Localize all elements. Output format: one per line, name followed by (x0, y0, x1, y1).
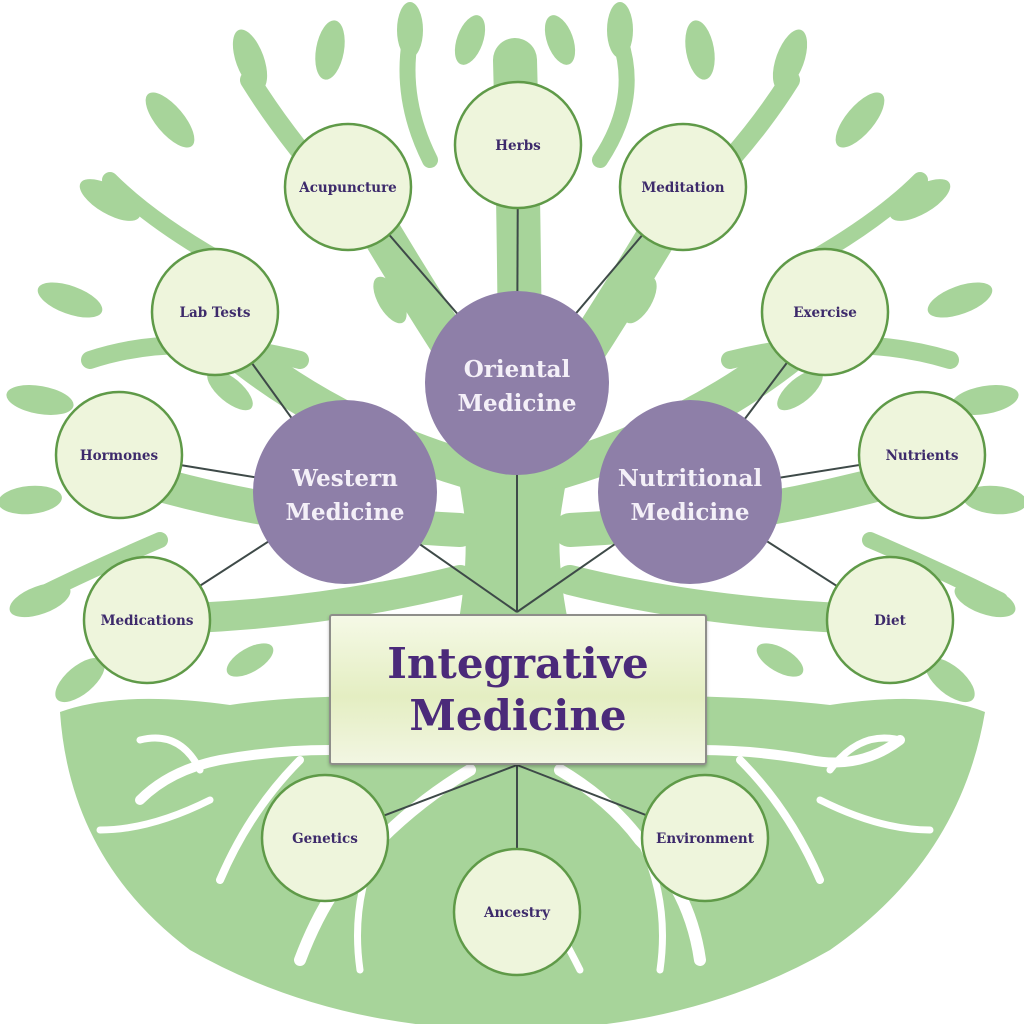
leaf-node-lab-tests: Lab Tests (150, 247, 280, 377)
hub-label-line-1: Western (291, 465, 398, 492)
hub-circle (425, 291, 609, 475)
leaf-label: Meditation (641, 180, 724, 196)
leaf-node-acupuncture: Acupuncture (283, 122, 413, 252)
hub-label-line-2: Medicine (457, 390, 576, 417)
leaf-circle (640, 773, 770, 903)
leaf-label: Environment (656, 831, 755, 847)
hub-label-line-2: Medicine (285, 499, 404, 526)
title-line-2: Medicine (409, 690, 627, 740)
leaf-label: Lab Tests (180, 305, 251, 321)
leaf-node-meditation: Meditation (618, 122, 748, 252)
hub-circle (598, 400, 782, 584)
leaf-circle (54, 390, 184, 520)
title-line-1: Integrative (387, 638, 649, 688)
leaf-node-herbs: Herbs (453, 80, 583, 210)
leaf-node-exercise: Exercise (760, 247, 890, 377)
hub-nodes: OrientalMedicineWesternMedicineNutrition… (253, 291, 782, 584)
hub-label-line-2: Medicine (630, 499, 749, 526)
leaf-node-nutrients: Nutrients (857, 390, 987, 520)
leaf-circle (283, 122, 413, 252)
leaf-label: Nutrients (886, 448, 959, 464)
tree-leaves (0, 2, 1024, 703)
hub-circle (253, 400, 437, 584)
integrative-medicine-title-box: Integrative Medicine (329, 614, 707, 765)
leaf-label: Acupuncture (298, 180, 397, 196)
leaf-node-genetics: Genetics (260, 773, 390, 903)
leaf-circle (857, 390, 987, 520)
leaf-circle (260, 773, 390, 903)
leaf-node-ancestry: Ancestry (452, 847, 582, 977)
leaf-node-hormones: Hormones (54, 390, 184, 520)
leaf-label: Medications (101, 613, 194, 629)
leaf-circle (453, 80, 583, 210)
hub-label-line-1: Oriental (464, 356, 571, 383)
leaf-label: Herbs (495, 138, 541, 154)
leaf-node-environment: Environment (640, 773, 770, 903)
hub-label-line-1: Nutritional (618, 465, 763, 492)
leaf-circle (618, 122, 748, 252)
leaf-node-diet: Diet (825, 555, 955, 685)
leaf-label: Diet (874, 613, 906, 629)
leaf-node-medications: Medications (82, 555, 212, 685)
leaf-label: Hormones (80, 448, 159, 464)
leaf-label: Genetics (292, 831, 358, 847)
leaf-circle (452, 847, 582, 977)
leaf-circle (82, 555, 212, 685)
leaf-label: Exercise (793, 305, 857, 321)
leaf-circle (825, 555, 955, 685)
leaf-circle (150, 247, 280, 377)
leaf-circle (760, 247, 890, 377)
leaf-label: Ancestry (483, 905, 551, 921)
